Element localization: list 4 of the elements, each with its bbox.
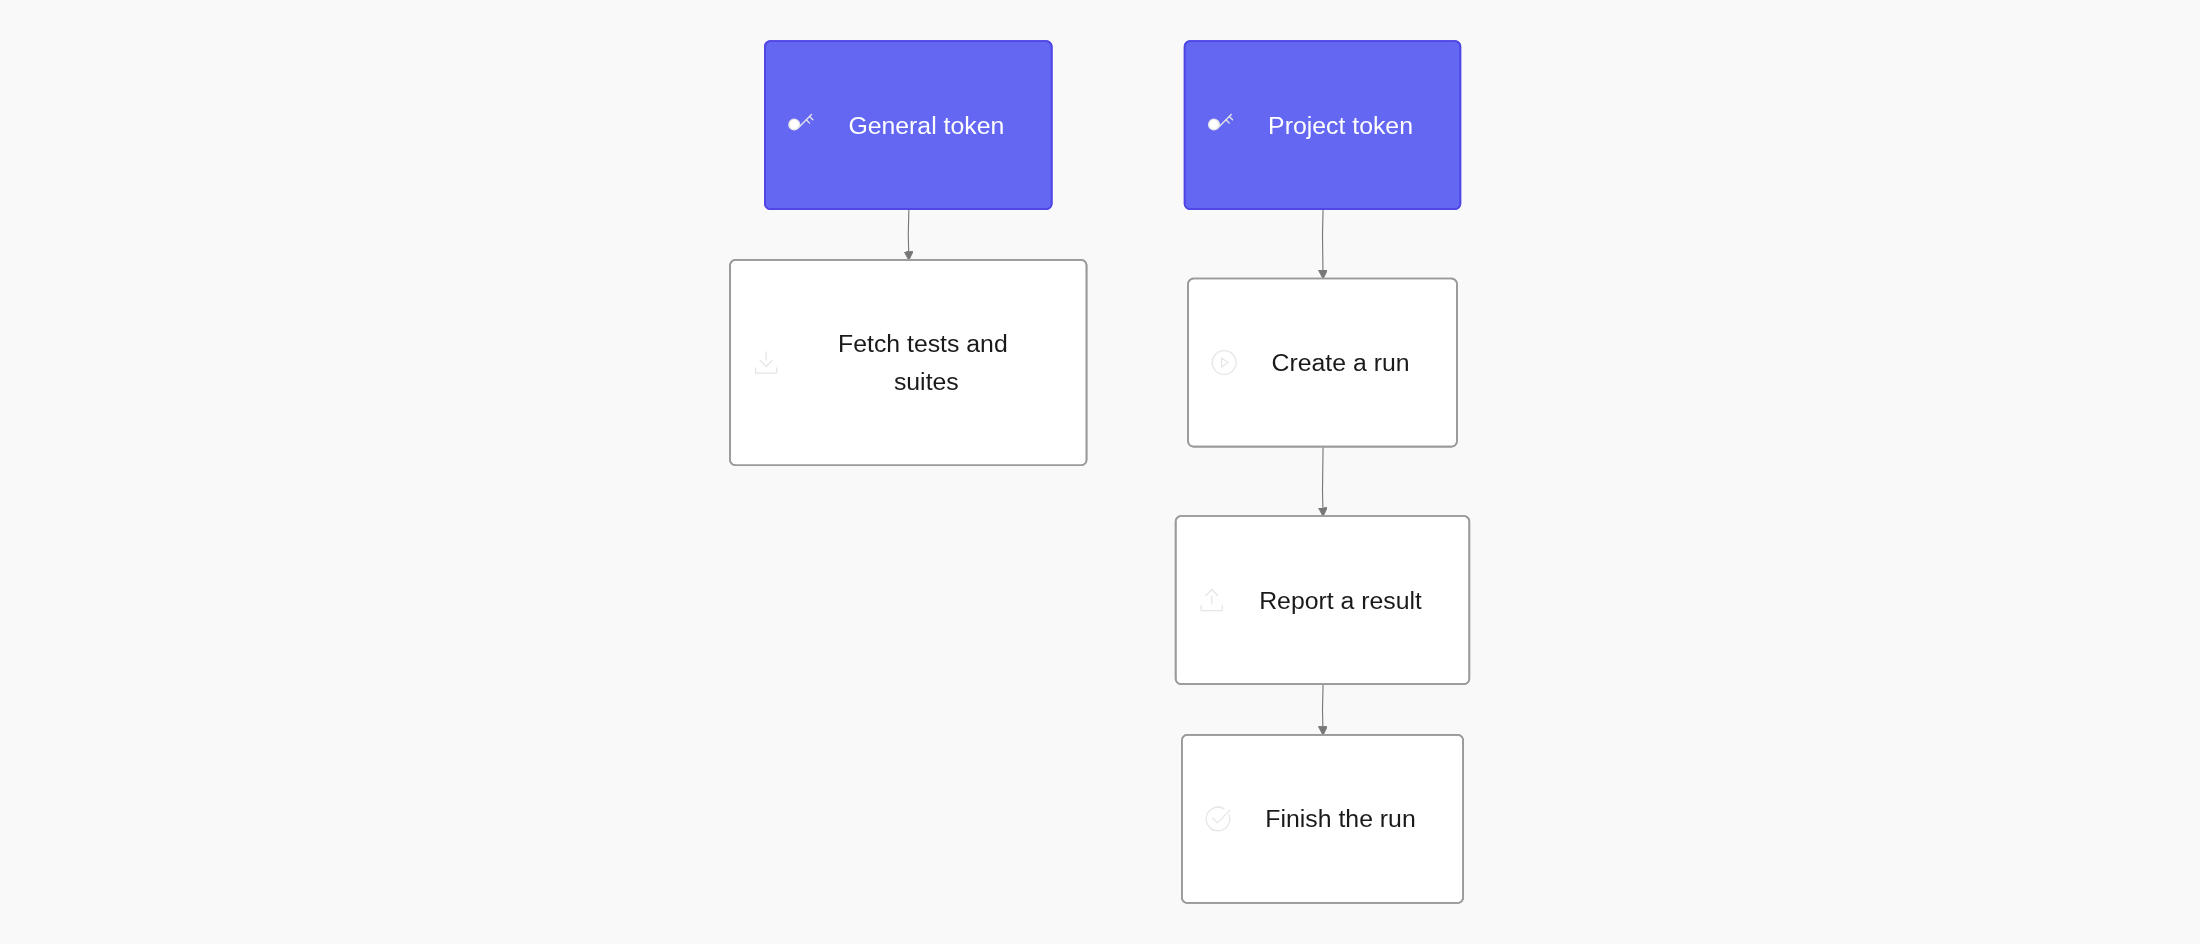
arrow <box>904 209 914 261</box>
arrow <box>1318 209 1329 280</box>
arrow <box>1318 446 1329 517</box>
arrow <box>1318 684 1329 736</box>
